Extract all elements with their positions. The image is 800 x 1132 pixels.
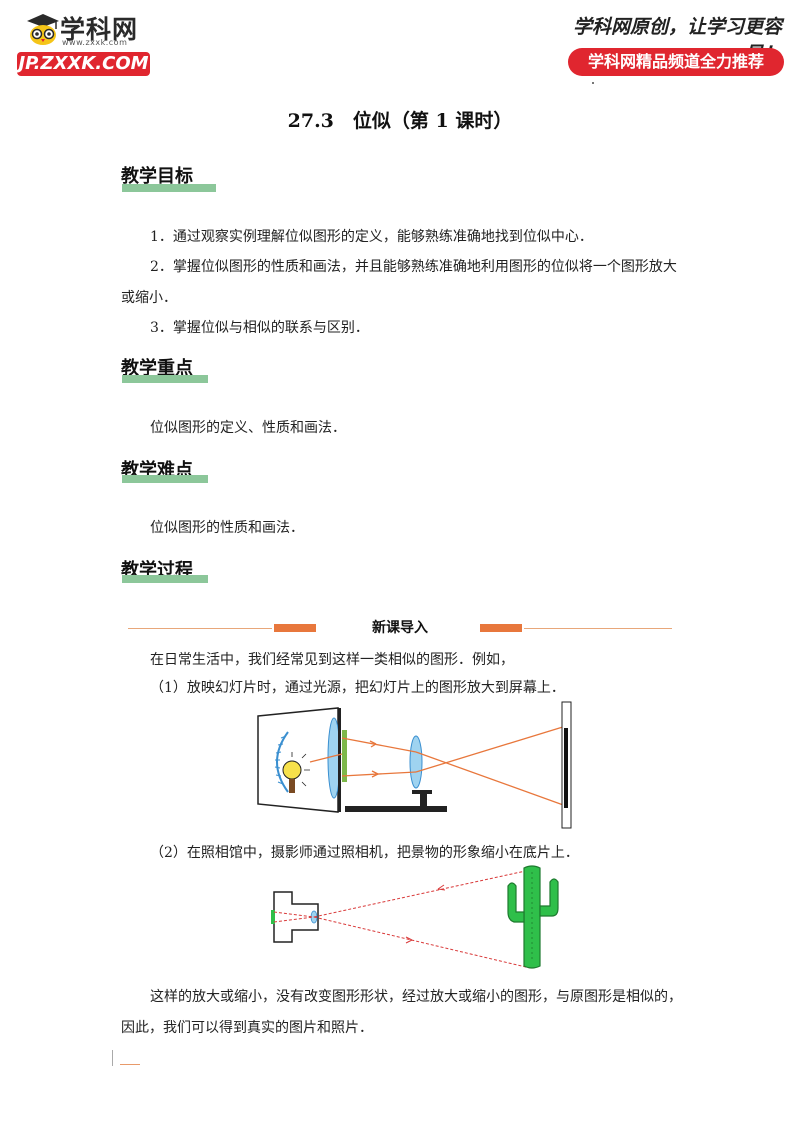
goal-item-2-continued: 或缩小． [121, 290, 177, 306]
light-bulb-icon [282, 752, 310, 793]
camera-body [271, 891, 319, 943]
logo-owl-icon [27, 14, 59, 45]
camera-diagram [271, 865, 559, 969]
divider-line-left [128, 628, 272, 629]
goal-item-2: 2．掌握位似图形的性质和画法，并且能够熟练准确地利用图形的位似将一个图形放大 [150, 259, 677, 275]
film-image [271, 910, 275, 924]
light-rays [309, 725, 567, 807]
logo-domain[interactable]: JP.ZXXK.COM [17, 52, 150, 76]
cactus-icon [507, 865, 559, 969]
divider-title: 新课导入 [372, 620, 428, 636]
projection-lens [409, 735, 423, 789]
slide [342, 730, 347, 782]
divider-accent-right [480, 624, 522, 632]
divider-accent-left [274, 624, 316, 632]
margin-mark-line [120, 1064, 140, 1065]
header-dot [592, 82, 594, 84]
projector-housing [257, 707, 339, 813]
intro-lead: 在日常生活中，我们经常见到这样一类相似的图形．例如， [150, 652, 514, 668]
projector-front [338, 708, 341, 812]
section-heading-key-points: 教学重点 [121, 358, 193, 379]
section-heading-bar [122, 575, 208, 583]
intro-example-2: （2）在照相馆中，摄影师通过照相机，把景物的形象缩小在底片上． [150, 845, 579, 861]
projector-diagram [257, 701, 572, 829]
margin-mark [112, 1050, 113, 1066]
section-heading-goals: 教学目标 [121, 166, 193, 187]
intro-example-1: （1）放映幻灯片时，通过光源，把幻灯片上的图形放大到屏幕上． [150, 680, 565, 696]
key-points-text: 位似图形的定义、性质和画法． [150, 420, 346, 436]
lens-stand [420, 792, 427, 808]
section-heading-bar [122, 184, 216, 192]
goal-item-1: 1．通过观察实例理解位似图形的定义，能够熟练准确地找到位似中心． [150, 229, 593, 245]
section-heading-bar [122, 375, 208, 383]
logo-brand: 学科网 [60, 15, 139, 44]
recommend-badge[interactable]: 学科网精品频道全力推荐 [568, 48, 784, 76]
conclusion-line-1: 这样的放大或缩小，没有改变图形形状，经过放大或缩小的图形，与原图形是相似的， [150, 989, 682, 1005]
goal-item-3: 3．掌握位似与相似的联系与区别． [150, 320, 369, 336]
rail [345, 806, 447, 812]
divider-line-right [524, 628, 672, 629]
page-title: 27.3 位似（第 1 课时） [287, 110, 513, 132]
conclusion-line-2: 因此，我们可以得到真实的图片和照片． [121, 1020, 373, 1036]
projected-image [564, 728, 568, 808]
section-heading-bar [122, 475, 208, 483]
logo-url: www.zxxk.com [62, 38, 128, 47]
light-rays [273, 869, 531, 969]
difficulties-text: 位似图形的性质和画法． [150, 520, 304, 536]
